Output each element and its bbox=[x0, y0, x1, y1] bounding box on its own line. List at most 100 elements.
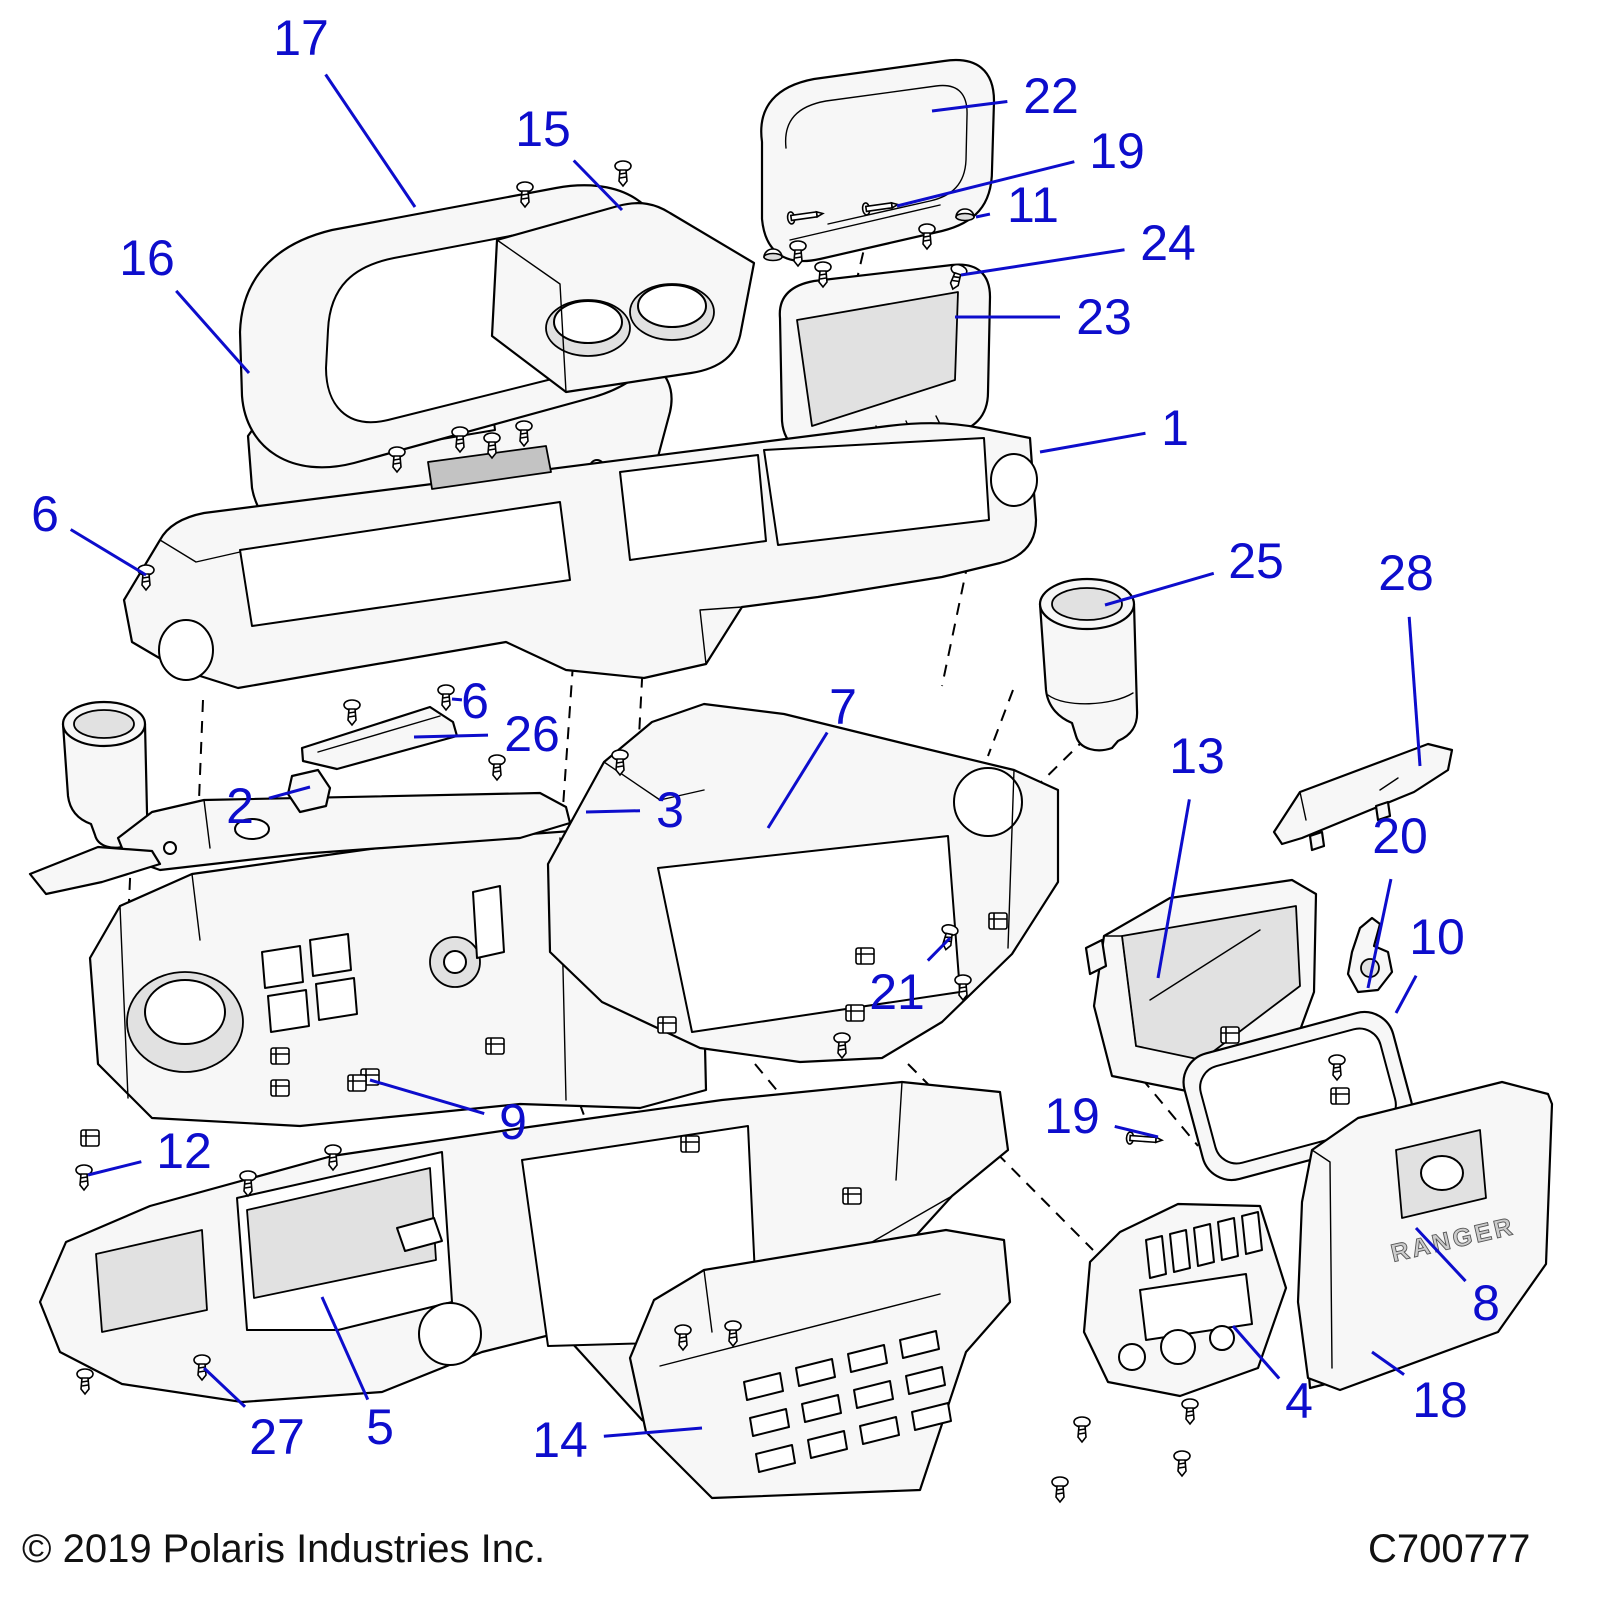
part-7-dash-frame-shape bbox=[953, 767, 1023, 837]
callout-15: 15 bbox=[515, 101, 571, 157]
part-2-bracket bbox=[28, 768, 332, 896]
clip-icon bbox=[270, 1047, 290, 1065]
part-26-plate bbox=[300, 705, 459, 771]
callout-leader-19 bbox=[1114, 1124, 1159, 1139]
clip-icon bbox=[1330, 1087, 1350, 1105]
callout-7: 7 bbox=[829, 679, 857, 735]
bumper-icon bbox=[955, 208, 975, 222]
callout-leader-3 bbox=[585, 809, 641, 814]
callout-8: 8 bbox=[1472, 1275, 1500, 1331]
part-4-switch-panel-shape bbox=[1241, 1211, 1263, 1255]
callout-leader-11 bbox=[975, 212, 991, 219]
part-4-switch-panel-shape bbox=[1118, 1343, 1146, 1371]
clip-icon bbox=[80, 1129, 100, 1147]
callout-19: 19 bbox=[1089, 123, 1145, 179]
callout-leader-24 bbox=[960, 248, 1125, 277]
bumper-icon bbox=[763, 248, 783, 262]
assembly-dashed-lines-shape bbox=[559, 391, 593, 851]
screw-icon bbox=[437, 684, 455, 711]
screw-icon bbox=[614, 160, 632, 187]
part-13-glovebox-bin-shape bbox=[1103, 929, 1261, 1047]
part-7-dash-frame-shape bbox=[1007, 769, 1015, 949]
callout-leader-22 bbox=[931, 100, 1008, 113]
callout-leader-2 bbox=[268, 785, 311, 800]
screw-icon bbox=[343, 699, 361, 726]
part-22-storage-lid-shape bbox=[789, 204, 941, 241]
part-5-lower-dash-shape bbox=[95, 1229, 208, 1333]
callout-leader-8 bbox=[1414, 1226, 1467, 1283]
part-28-trim-strip-shape bbox=[1272, 742, 1454, 846]
part-13-glovebox-bin-shape bbox=[1084, 938, 1108, 976]
dash-support-panel-shape bbox=[309, 933, 352, 977]
screw-icon bbox=[488, 754, 506, 781]
callout-6: 6 bbox=[461, 673, 489, 729]
part-8-glovebox-door-shape bbox=[1420, 1155, 1464, 1191]
callout-leader-25 bbox=[1104, 571, 1215, 607]
part-1-main-dash-panel-shape bbox=[158, 619, 214, 681]
part-1-main-dash-panel bbox=[122, 422, 1038, 690]
callout-1: 1 bbox=[1161, 400, 1189, 456]
callout-16: 16 bbox=[119, 230, 175, 286]
callout-leader-19 bbox=[896, 160, 1075, 208]
clip-icon bbox=[845, 1004, 865, 1022]
part-4-switch-panel-shape bbox=[1217, 1217, 1239, 1261]
part-14-louver-panel-shape bbox=[749, 1408, 790, 1437]
callout-leader-16 bbox=[175, 289, 251, 374]
part-15-cupholder-console bbox=[490, 202, 756, 394]
screw-icon bbox=[1073, 1416, 1091, 1443]
callout-leader-27 bbox=[202, 1366, 247, 1408]
callout-5: 5 bbox=[366, 1399, 394, 1455]
part-3-support-bracket-shape bbox=[203, 799, 211, 849]
clip-icon bbox=[680, 1135, 700, 1153]
part-14-louver-panel-shape bbox=[859, 1416, 900, 1445]
part-25-cup-insert-right bbox=[1038, 577, 1139, 752]
callout-leader-6 bbox=[451, 697, 463, 702]
part-14-louver-panel-shape bbox=[899, 1330, 940, 1359]
callout-24: 24 bbox=[1140, 215, 1196, 271]
part-1-main-dash-panel-shape bbox=[427, 445, 552, 490]
part-4-switch-panel-shape bbox=[1160, 1329, 1196, 1365]
callout-27: 27 bbox=[249, 1409, 305, 1465]
callout-leader-17 bbox=[324, 73, 417, 208]
callout-19: 19 bbox=[1044, 1088, 1100, 1144]
part-1-main-dash-panel-shape bbox=[699, 606, 743, 665]
part-8-glovebox-door-shape bbox=[1311, 1149, 1333, 1369]
part-28-trim-strip bbox=[1272, 742, 1454, 852]
part-28-trim-strip-shape bbox=[1299, 777, 1399, 821]
callout-leader-10 bbox=[1394, 975, 1418, 1014]
part-4-switch-panel-shape bbox=[1139, 1273, 1253, 1341]
callout-leader-4 bbox=[1231, 1325, 1281, 1380]
callout-3: 3 bbox=[656, 782, 684, 838]
callout-leader-5 bbox=[320, 1296, 370, 1401]
part-14-louver-panel-shape bbox=[905, 1366, 946, 1395]
part-1-main-dash-panel-shape bbox=[763, 437, 990, 546]
callout-26: 26 bbox=[504, 706, 560, 762]
dash-support-panel-shape bbox=[261, 945, 304, 989]
dash-support-panel-shape bbox=[119, 905, 129, 1099]
part-4-switch-panel-shape bbox=[1209, 1325, 1235, 1351]
clip-icon bbox=[1220, 1026, 1240, 1044]
part-14-louver-panel-shape bbox=[743, 1372, 784, 1401]
callout-leader-13 bbox=[1156, 799, 1191, 979]
callout-leader-12 bbox=[87, 1160, 142, 1177]
dash-support-panel-shape bbox=[267, 989, 310, 1033]
part-22-storage-lid bbox=[760, 58, 996, 263]
part-5-lower-dash-shape bbox=[871, 1081, 953, 1243]
screw-icon bbox=[76, 1368, 94, 1395]
clip-icon bbox=[842, 1187, 862, 1205]
part-1-main-dash-panel-shape bbox=[239, 501, 571, 627]
callout-22: 22 bbox=[1023, 68, 1079, 124]
callout-leader-15 bbox=[572, 159, 624, 212]
part-14-louver-panel-shape bbox=[795, 1358, 836, 1387]
callout-leader-14 bbox=[603, 1426, 703, 1438]
screw-icon bbox=[1173, 1450, 1191, 1477]
callout-11: 11 bbox=[1007, 177, 1059, 233]
part-4-switch-panel-shape bbox=[1145, 1235, 1167, 1279]
callout-2: 2 bbox=[226, 778, 254, 834]
cup-insert-left-shape bbox=[73, 709, 135, 739]
dash-support-panel-shape bbox=[315, 977, 358, 1021]
part-14-louver-panel-shape bbox=[847, 1344, 888, 1373]
part-25-cup-insert-right-shape bbox=[1047, 692, 1134, 705]
part-28-trim-strip-shape bbox=[1308, 830, 1326, 852]
